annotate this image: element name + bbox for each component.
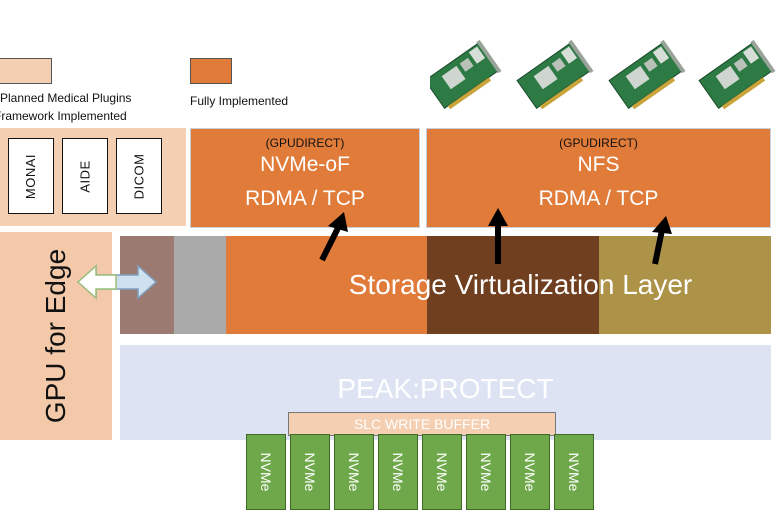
nvmeof-gpudirect-tag: (GPUDIRECT) [265,136,345,150]
medical-plugins-panel: MONAI AIDE DICOM [0,128,186,226]
network-card-icon [697,39,778,113]
plugin-monai: MONAI [8,138,54,214]
svl-segment-gray [174,236,226,334]
nfs-box: (GPUDIRECT) NFS RDMA / TCP [426,128,771,228]
nvme-drive: NVMe [422,434,462,510]
nvme-drive: NVMe [466,434,506,510]
up-arrow-icon [319,212,348,262]
nvme-drive-label: NVMe [478,452,494,492]
nfs-gpudirect-tag: (GPUDIRECT) [559,136,638,150]
plugin-aide-label: AIDE [77,159,93,193]
nvme-drive-label: NVMe [522,452,538,492]
nvme-drive: NVMe [290,434,330,510]
nfs-transport: RDMA / TCP [538,187,659,210]
plugin-dicom: DICOM [116,138,162,214]
nfs-title: NFS [577,153,620,176]
double-arrow-icon [76,264,158,300]
nvme-drive: NVMe [554,434,594,510]
nvme-drive: NVMe [378,434,418,510]
nvme-drive-label: NVMe [302,452,318,492]
network-card-icon [607,39,688,113]
nvme-drive-label: NVMe [434,452,450,492]
legend-label-planned-2: Framework Implemented [0,109,127,123]
nvme-drive-label: NVMe [346,452,362,492]
nvme-drive: NVMe [510,434,550,510]
plugin-aide: AIDE [62,138,108,214]
network-card-icon [430,39,504,113]
up-arrow-icon [488,208,508,264]
peak-protect-layer: PEAK:PROTECT [120,345,771,440]
plugin-dicom-label: DICOM [131,153,147,199]
nvme-drive: NVMe [334,434,374,510]
plugin-monai-label: MONAI [23,153,39,199]
storage-virtualization-layer-label: Storage Virtualization Layer [348,269,693,300]
gpu-for-edge-panel: GPU for Edge [0,232,112,440]
svl-segment-olive [599,236,771,334]
up-arrow-icons [319,208,672,265]
nvme-drive-label: NVMe [566,452,582,492]
nvmeof-transport: RDMA / TCP [245,187,365,210]
slc-write-buffer: SLC WRITE BUFFER [288,412,556,436]
svl-segment-brown [427,236,599,334]
nvme-drive: NVMe [246,434,286,510]
network-card-icons [430,39,778,113]
up-arrow-icon [652,216,672,265]
legend-label-implemented: Fully Implemented [190,94,289,108]
nvmeof-title: NVMe-oF [260,153,350,176]
peak-protect-label: PEAK:PROTECT [337,373,554,404]
nvmeof-box: (GPUDIRECT) NVMe-oF RDMA / TCP [190,128,420,228]
legend-label-planned-1: Planned Medical Plugins [0,91,132,105]
legend-swatch-planned [0,58,52,84]
nvme-drive-label: NVMe [390,452,406,492]
gpu-for-edge-label: GPU for Edge [40,248,71,424]
network-card-icon [515,39,596,113]
nvme-drive-label: NVMe [258,452,274,492]
legend-swatch-implemented [190,58,232,84]
